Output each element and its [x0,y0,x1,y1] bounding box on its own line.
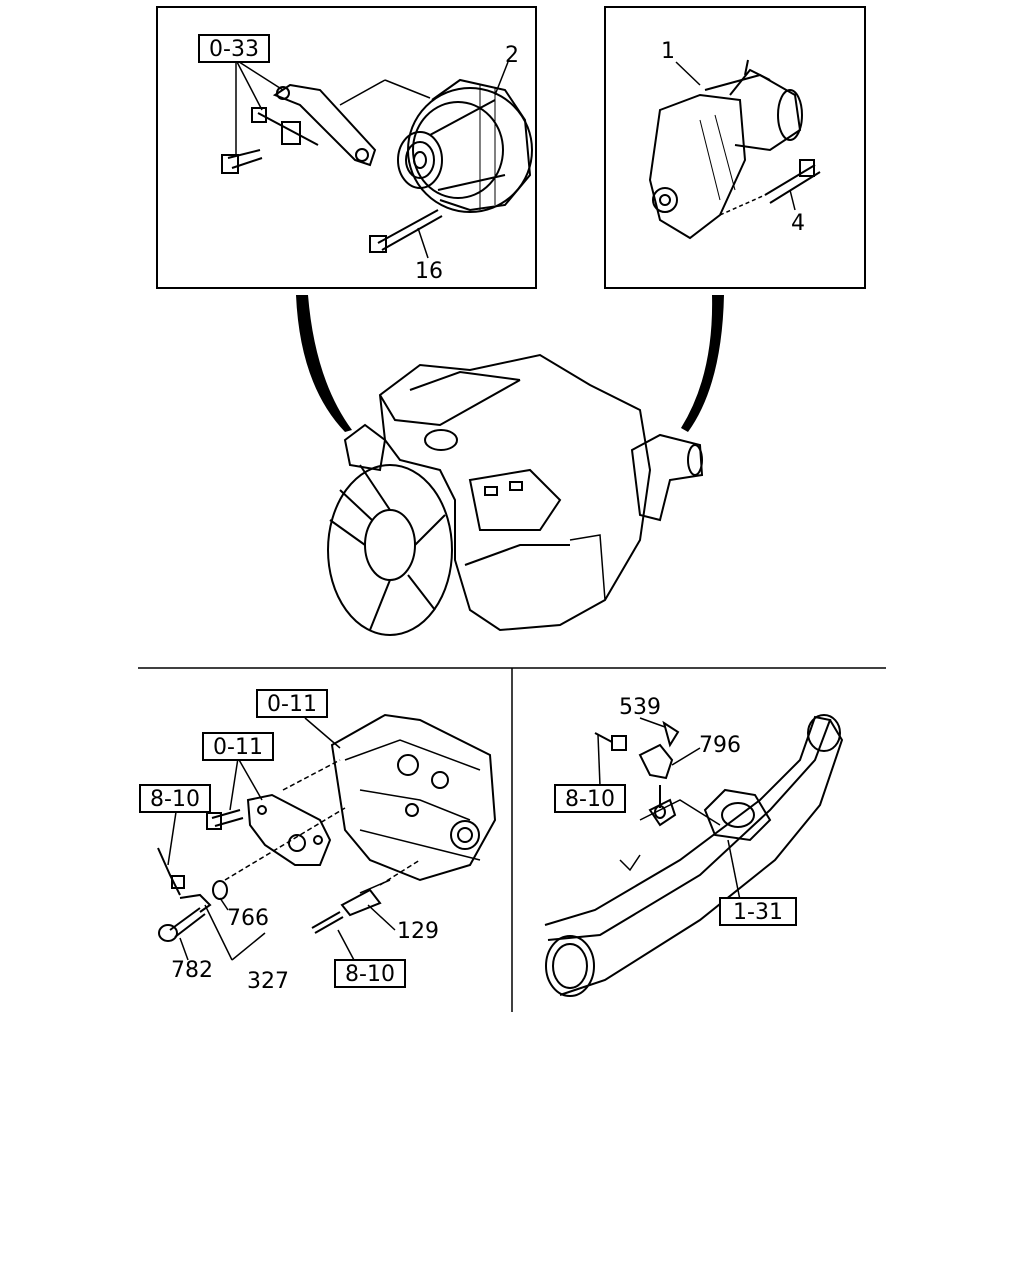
starter-leaders [675,61,796,216]
connector-arcs [296,295,724,432]
alternator-illustration [397,78,533,213]
cooling-fan [327,464,453,636]
callout-sensor-screw: 539 [619,695,661,720]
harness-ref-right: 8-10 [565,787,615,812]
alternator-bracket [272,79,431,167]
section-dividers [138,667,886,1012]
cyl-head-ref-mid-box [202,732,274,761]
intake-pipe-ref-box [719,897,797,926]
sensor-parts-right [594,720,680,819]
arc-to-alternator [296,295,352,432]
intake-pipe-illustration [544,714,844,997]
harness-ref-bottom: 8-10 [345,962,395,987]
cyl-head-ref-top: 0-11 [267,692,317,717]
callout-starter: 1 [661,39,675,64]
alt-bracket-ref-box [198,34,270,63]
alt-bracket-ref: 0-33 [209,37,259,62]
arc-to-starter [681,295,724,432]
alternator-bolts [221,107,443,253]
sensor-bracket [246,793,332,866]
harness-ref-left: 8-10 [150,787,200,812]
callout-sensor-cam: 796 [699,733,741,758]
starter-illustration [648,59,803,240]
leaders-lower-left [167,717,421,963]
alternator-leaders [235,59,509,259]
callout-alternator: 2 [505,43,519,68]
cylinder-head-illustration [330,713,497,882]
callout-bolt-alternator: 16 [415,259,443,284]
callout-bolt-sensor: 782 [171,958,213,983]
intake-pipe-ref: 1-31 [733,900,783,925]
callout-bracket-sensor: 327 [247,969,289,994]
intake-pipe-section [544,714,844,997]
starter-stud [764,159,821,204]
starter-panel [604,6,866,289]
engine-illustration [327,353,704,636]
leaders-lower-right [597,717,741,901]
pipe-outlet-ring [545,935,595,997]
cyl-head-ref-mid: 0-11 [213,735,263,760]
cylinder-head-section [157,713,497,963]
alternator-panel [156,6,537,289]
harness-ref-bottom-box [334,959,406,988]
alternator-panel-frame [156,6,537,289]
callout-gasket: 766 [227,906,269,931]
cyl-head-ref-top-box [256,689,328,718]
harness-ref-right-box [554,784,626,813]
harness-ref-left-box [139,784,211,813]
starter-panel-frame [604,6,866,289]
callout-temp-sensor: 129 [397,919,439,944]
callout-stud-starter: 4 [791,211,805,236]
small-parts-left [157,809,391,942]
